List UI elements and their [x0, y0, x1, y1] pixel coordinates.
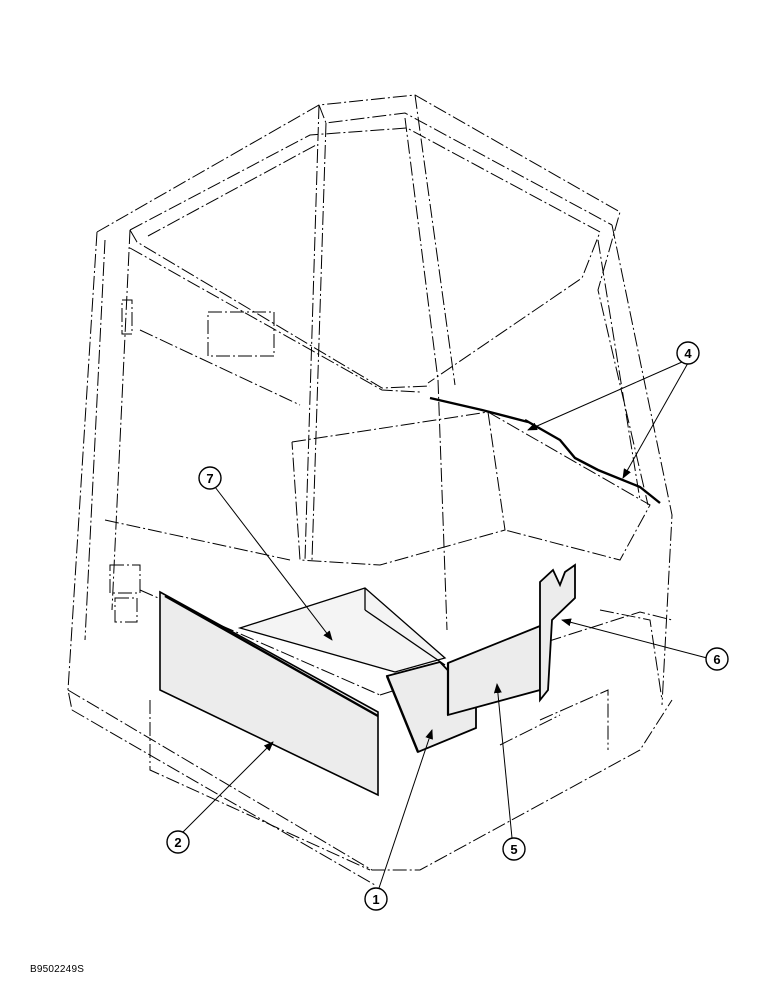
figure-code: B9502249S — [30, 964, 85, 975]
panel-part-2 — [159, 590, 379, 797]
callout-6: 6 — [705, 647, 729, 671]
leader-1 — [378, 729, 433, 889]
callout-1-label: 1 — [372, 892, 379, 907]
leader-lines — [182, 361, 708, 889]
panel-part-6 — [539, 563, 576, 703]
leader-5 — [493, 683, 513, 839]
rear-window — [291, 411, 651, 566]
callout-5-label: 5 — [510, 842, 517, 857]
panel-part-5 — [446, 624, 541, 717]
panel-part-7 — [237, 587, 447, 673]
cab-frame — [67, 94, 673, 886]
callout-4: 4 — [676, 341, 700, 365]
callout-7-label: 7 — [206, 471, 213, 486]
callout-6-label: 6 — [713, 652, 720, 667]
leader-4a — [527, 361, 683, 431]
leader-2 — [182, 741, 274, 833]
callout-2-label: 2 — [174, 835, 181, 850]
callout-4-label: 4 — [684, 346, 692, 361]
callout-1: 1 — [364, 887, 388, 911]
callout-5: 5 — [502, 837, 526, 861]
leader-7 — [214, 486, 333, 641]
callout-2: 2 — [166, 830, 190, 854]
callout-7: 7 — [198, 466, 222, 490]
leader-4b — [622, 362, 689, 479]
leader-6 — [561, 618, 708, 659]
seal-part-4 — [429, 396, 661, 504]
